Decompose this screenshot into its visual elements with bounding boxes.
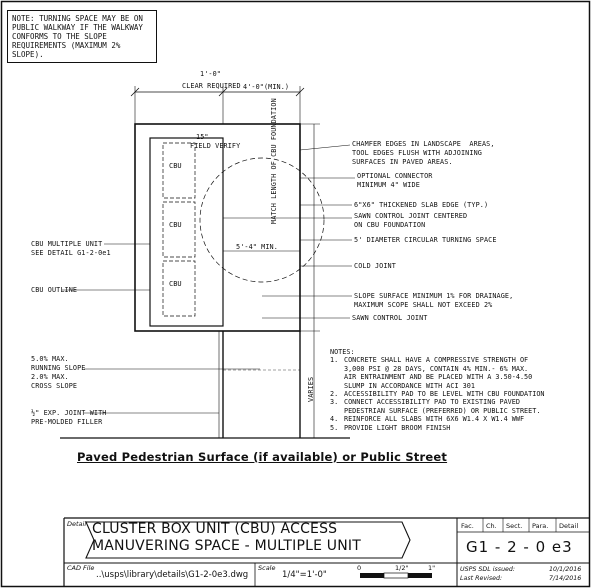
note-line: 3,000 PSI @ 28 DAYS, CONTAIN 4% MIN.- 6%…: [344, 364, 529, 373]
note-line: AIR ENTRAINMENT AND BE PLACED WITH A 3.5…: [344, 373, 533, 382]
tb-bar-half: 1/2": [395, 564, 409, 572]
tb-header-fac: Fac.: [461, 522, 474, 530]
cbu-foundation: [149, 137, 224, 327]
note-number: 5.: [330, 423, 339, 432]
leader-chamfer: [299, 144, 351, 151]
tb-bar-one: 1": [428, 564, 436, 572]
note-item-5: 5. PROVIDE LIGHT BROOM FINISH: [330, 424, 585, 432]
tb-detail-label: Detail: [67, 520, 87, 528]
dim-clear-value: 1'-0": [200, 70, 221, 78]
cbu-label-1: CBU: [169, 162, 182, 170]
street-label: Paved Pedestrian Surface (if available) …: [77, 450, 448, 464]
note-line: SLUMP IN ACCORDANCE WITH ACI 301: [344, 381, 475, 390]
callout-exp-joint-filler: PRE-MOLDED FILLER: [31, 418, 103, 426]
varies-label: VARIES: [307, 376, 315, 402]
note-line: NOTE: TURNING SPACE MAY BE ON: [12, 14, 143, 23]
note-line: REQUIREMENTS (MAXIMUM 2% SLOPE).: [12, 41, 121, 59]
callout-connector: OPTIONAL CONNECTOR: [357, 172, 433, 180]
callout-running-slope: RUNNING SLOPE: [31, 364, 86, 372]
note-line: CONNECT ACCESSIBILITY PAD TO EXISTING PA…: [344, 398, 520, 407]
pad-outline: [134, 123, 301, 332]
tb-title: CLUSTER BOX UNIT (CBU) ACCESS MANUVERING…: [92, 521, 361, 555]
scale-bar-3: [408, 573, 432, 578]
callout-chamfer-3: SURFACES IN PAVED AREAS.: [352, 158, 453, 166]
callout-slope-surface: SLOPE SURFACE MINIMUM 1% FOR DRAINAGE,: [354, 292, 514, 300]
callout-thickened-edge: 6"X6" THICKENED SLAB EDGE (TYP.): [354, 201, 489, 209]
tb-issued-date: 10/1/2016: [549, 566, 582, 573]
callout-exp-joint: ½" EXP. JOINT WITH: [31, 409, 107, 417]
match-length-label: MATCH LENGTH OF CBU FOUNDATION: [270, 98, 278, 224]
callout-cbu-outline: CBU OUTLINE: [31, 286, 78, 294]
note-text: CONNECT ACCESSIBILITY PAD TO EXISTING PA…: [344, 398, 540, 415]
callout-cross-slope: CROSS SLOPE: [31, 382, 78, 390]
callout-multiple-unit-detail: SEE DETAIL G1-2-0e1: [31, 249, 111, 257]
note-text: PROVIDE LIGHT BROOM FINISH: [344, 423, 451, 432]
note-line: PEDESTRIAN SURFACE (PREFERRED) OR PUBLIC…: [344, 406, 541, 415]
callout-sawcut: SAWN CONTROL JOINT CENTERED: [354, 212, 468, 220]
callout-slope-max: MAXIMUM SCOPE SHALL NOT EXCEED 2%: [354, 301, 493, 309]
cbu-label-3: CBU: [169, 280, 182, 288]
note-number: 4.: [330, 415, 339, 424]
tb-title-line-2: MANUVERING SPACE - MULTIPLE UNIT: [92, 538, 361, 554]
callout-sawcut-joint: SAWN CONTROL JOINT: [352, 314, 428, 322]
note-line: CONCRETE SHALL HAVE A COMPRESSIVE STRENG…: [344, 356, 529, 365]
cbu-label-2: CBU: [169, 221, 182, 229]
callout-turning-space: 5' DIAMETER CIRCULAR TURNING SPACE: [354, 236, 497, 244]
tb-cad-label: CAD File: [67, 564, 95, 572]
callout-multiple-unit: CBU MULTIPLE UNIT: [31, 240, 103, 248]
field-verify-label: FIELD VERIFY: [190, 142, 241, 150]
turning-min-label: 5'-4" MIN.: [236, 243, 278, 251]
tb-header-ch: Ch.: [486, 522, 497, 530]
note-text: CONCRETE SHALL HAVE A COMPRESSIVE STRENG…: [344, 356, 532, 390]
scale-bar-1: [360, 573, 384, 578]
tb-revised-label: Last Revised:: [460, 575, 503, 582]
note-item-2: 2. ACCESSIBILITY PAD TO BE LEVEL WITH CB…: [330, 390, 585, 398]
cbu-unit-1: [162, 142, 196, 199]
dim-width-label: 4'-0"(MIN.): [243, 83, 290, 91]
note-number: 1.: [330, 356, 339, 365]
notes-heading: NOTES:: [330, 348, 355, 356]
dim-tick: [130, 87, 305, 97]
title-banner: [85, 521, 411, 559]
cbu-unit-3: [162, 260, 196, 317]
general-notes: NOTES: 1. CONCRETE SHALL HAVE A COMPRESS…: [330, 348, 585, 432]
cbu-unit-2: [162, 201, 196, 258]
note-item-4: 4. REINFORCE ALL SLABS WITH 6X6 W1.4 X W…: [330, 415, 585, 423]
tb-detail-code: G1 - 2 - 0 e3: [466, 538, 573, 556]
callout-connector-width: MINIMUM 4" WIDE: [357, 181, 420, 189]
callout-running-slope-max: 5.0% MAX.: [31, 355, 69, 363]
tb-title-line-1: CLUSTER BOX UNIT (CBU) ACCESS: [92, 521, 338, 537]
note-text: ACCESSIBILITY PAD TO BE LEVEL WITH CBU F…: [344, 390, 545, 399]
tb-issued-label: USPS SDL issued:: [460, 566, 516, 573]
tb-header-sect: Sect.: [506, 522, 523, 530]
note-line: CONFORMS TO THE SLOPE: [12, 32, 107, 41]
dim-clear-label: CLEAR REQUIRED: [182, 82, 241, 90]
callout-chamfer-1: CHAMFER EDGES IN LANDSCAPE AREAS,: [352, 140, 495, 148]
tb-header-para: Para.: [532, 522, 549, 530]
note-item-1: 1. CONCRETE SHALL HAVE A COMPRESSIVE STR…: [330, 356, 585, 390]
tb-scale-label: Scale: [258, 564, 276, 572]
note-number: 2.: [330, 390, 339, 399]
tb-bar-0: 0: [357, 564, 362, 572]
callout-chamfer-2: TOOL EDGES FLUSH WITH ADJOINING: [352, 149, 482, 157]
tb-revised-date: 7/14/2016: [549, 575, 582, 582]
callout-cross-slope-max: 2.0% MAX.: [31, 373, 69, 381]
note-number: 3.: [330, 398, 339, 407]
turning-circle: [199, 157, 325, 283]
callout-sawcut-foundation: ON CBU FOUNDATION: [354, 221, 426, 229]
scale-bar-2: [383, 572, 409, 579]
tb-header-detail: Detail: [559, 522, 579, 530]
tb-cad-file: ..\usps\library\details\G1-2-0e3.dwg: [96, 570, 249, 580]
callout-cold-joint: COLD JOINT: [354, 262, 396, 270]
field-verify-value: 15": [196, 133, 209, 141]
note-line: PUBLIC WALKWAY IF THE WALKWAY: [12, 23, 143, 32]
tb-scale-value: 1/4"=1'-0": [282, 570, 327, 580]
note-item-3: 3. CONNECT ACCESSIBILITY PAD TO EXISTING…: [330, 398, 585, 415]
turning-space-note: NOTE: TURNING SPACE MAY BE ON PUBLIC WAL…: [7, 10, 157, 63]
note-text: REINFORCE ALL SLABS WITH 6X6 W1.4 X W1.4…: [344, 415, 525, 424]
